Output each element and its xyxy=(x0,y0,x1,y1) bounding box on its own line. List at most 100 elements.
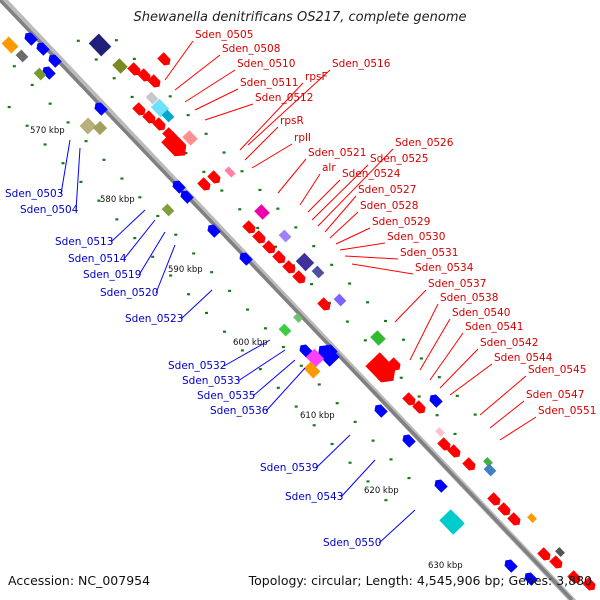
red-gene-label: Sden_0528 xyxy=(360,200,418,212)
tick-dot xyxy=(317,383,321,386)
kbp-label: 630 kbp xyxy=(428,561,463,571)
tick-dot xyxy=(115,218,119,221)
red-leader-line xyxy=(251,143,293,169)
red-leader-line xyxy=(239,82,304,151)
tick-dot xyxy=(401,338,405,341)
forward-gene-arrow xyxy=(412,400,426,414)
red-gene-label: Sden_0542 xyxy=(480,337,538,349)
red-gene-label: Sden_0524 xyxy=(342,168,401,180)
reverse-gene-arrow xyxy=(42,66,56,80)
tick-dot xyxy=(220,189,224,192)
tick-dot xyxy=(66,121,70,124)
tick-dot xyxy=(151,255,155,258)
gene-block xyxy=(303,361,321,379)
red-gene-label: Sden_0540 xyxy=(452,307,510,319)
tick-dot xyxy=(384,319,387,323)
tick-dot xyxy=(102,158,106,161)
forward-gene-arrow xyxy=(487,492,501,506)
gene-block xyxy=(254,204,270,220)
tick-dot xyxy=(192,252,196,255)
blue-leader-line xyxy=(340,459,376,498)
blue-gene-label: Sden_0503 xyxy=(5,188,63,200)
forward-gene-arrow xyxy=(365,352,396,383)
blue-gene-label: Sden_0535 xyxy=(197,390,255,402)
red-leader-line xyxy=(429,332,464,381)
tick-dot xyxy=(258,368,262,371)
gene-block xyxy=(483,457,493,467)
tick-dot xyxy=(48,102,52,105)
tick-dot xyxy=(12,65,16,68)
red-leader-line xyxy=(344,255,399,260)
gene-block xyxy=(435,427,445,437)
tick-dot xyxy=(202,170,206,173)
red-leader-line xyxy=(449,363,493,396)
forward-gene-arrow xyxy=(582,577,596,591)
tick-dot xyxy=(132,57,136,61)
red-gene-label: Sden_0544 xyxy=(494,352,553,364)
reverse-gene-arrow xyxy=(180,190,194,204)
red-gene-label: Sden_0530 xyxy=(387,231,445,243)
red-leader-line xyxy=(324,195,357,233)
tick-dot xyxy=(330,442,334,446)
blue-leader-line xyxy=(237,349,286,382)
tick-dot xyxy=(133,236,137,240)
gene-block xyxy=(224,166,236,178)
blue-gene-label: Sden_0550 xyxy=(323,537,381,549)
reverse-gene-arrow xyxy=(429,394,443,408)
blue-gene-label: Sden_0536 xyxy=(210,405,269,417)
red-leader-line xyxy=(247,69,331,146)
tick-dot xyxy=(281,345,285,349)
red-leader-line xyxy=(499,416,537,441)
reverse-gene-arrow xyxy=(402,434,416,448)
forward-gene-arrow xyxy=(387,357,401,371)
forward-gene-arrow xyxy=(462,457,476,471)
red-leader-line xyxy=(419,318,451,371)
kbp-label: 620 kbp xyxy=(364,486,399,496)
tick-dot xyxy=(274,245,278,248)
gene-block xyxy=(527,513,537,523)
red-leader-line xyxy=(479,375,527,416)
reverse-gene-arrow xyxy=(207,224,221,238)
tick-dot xyxy=(435,414,439,417)
tick-dot xyxy=(348,282,352,285)
gene-labels: Sden_0505Sden_0508Sden_0510Sden_0511Sden… xyxy=(5,29,596,549)
tick-dot xyxy=(120,177,124,180)
reverse-gene-arrow xyxy=(94,102,108,116)
tick-dot xyxy=(240,349,244,352)
tick-dot xyxy=(348,461,352,464)
tick-dot xyxy=(168,95,172,98)
tick-dot xyxy=(84,140,88,143)
reverse-gene-arrow xyxy=(48,54,62,68)
tick-dot xyxy=(276,386,280,389)
tick-dot xyxy=(169,274,173,277)
red-leader-line xyxy=(299,173,321,206)
red-gene-label: Sden_0521 xyxy=(308,147,366,159)
gene-block xyxy=(88,33,112,57)
red-leader-line xyxy=(351,263,414,275)
gene-block xyxy=(112,58,128,74)
forward-gene-arrow xyxy=(262,240,276,254)
tick-dot xyxy=(276,207,280,210)
tick-dot xyxy=(7,105,11,109)
red-leader-line xyxy=(339,242,386,251)
tick-dot xyxy=(363,339,367,342)
tick-dot xyxy=(43,143,47,146)
gene-block xyxy=(305,348,325,368)
tick-dot xyxy=(112,77,116,80)
red-leader-line xyxy=(164,40,194,81)
gene-block xyxy=(293,313,303,323)
blue-leader-line xyxy=(223,339,271,367)
tick-dot xyxy=(184,152,188,155)
tick-dot xyxy=(310,283,314,286)
blue-leader-line xyxy=(123,219,156,260)
blue-gene-label: Sden_0514 xyxy=(68,253,127,265)
red-gene-label: Sden_0527 xyxy=(358,184,416,196)
tick-dot xyxy=(294,405,298,408)
red-leader-line xyxy=(439,348,479,389)
red-leader-line xyxy=(409,303,439,361)
red-gene-label: Sden_0531 xyxy=(400,247,458,259)
gene-block xyxy=(79,117,97,135)
red-gene-label: Sden_0538 xyxy=(440,292,498,304)
